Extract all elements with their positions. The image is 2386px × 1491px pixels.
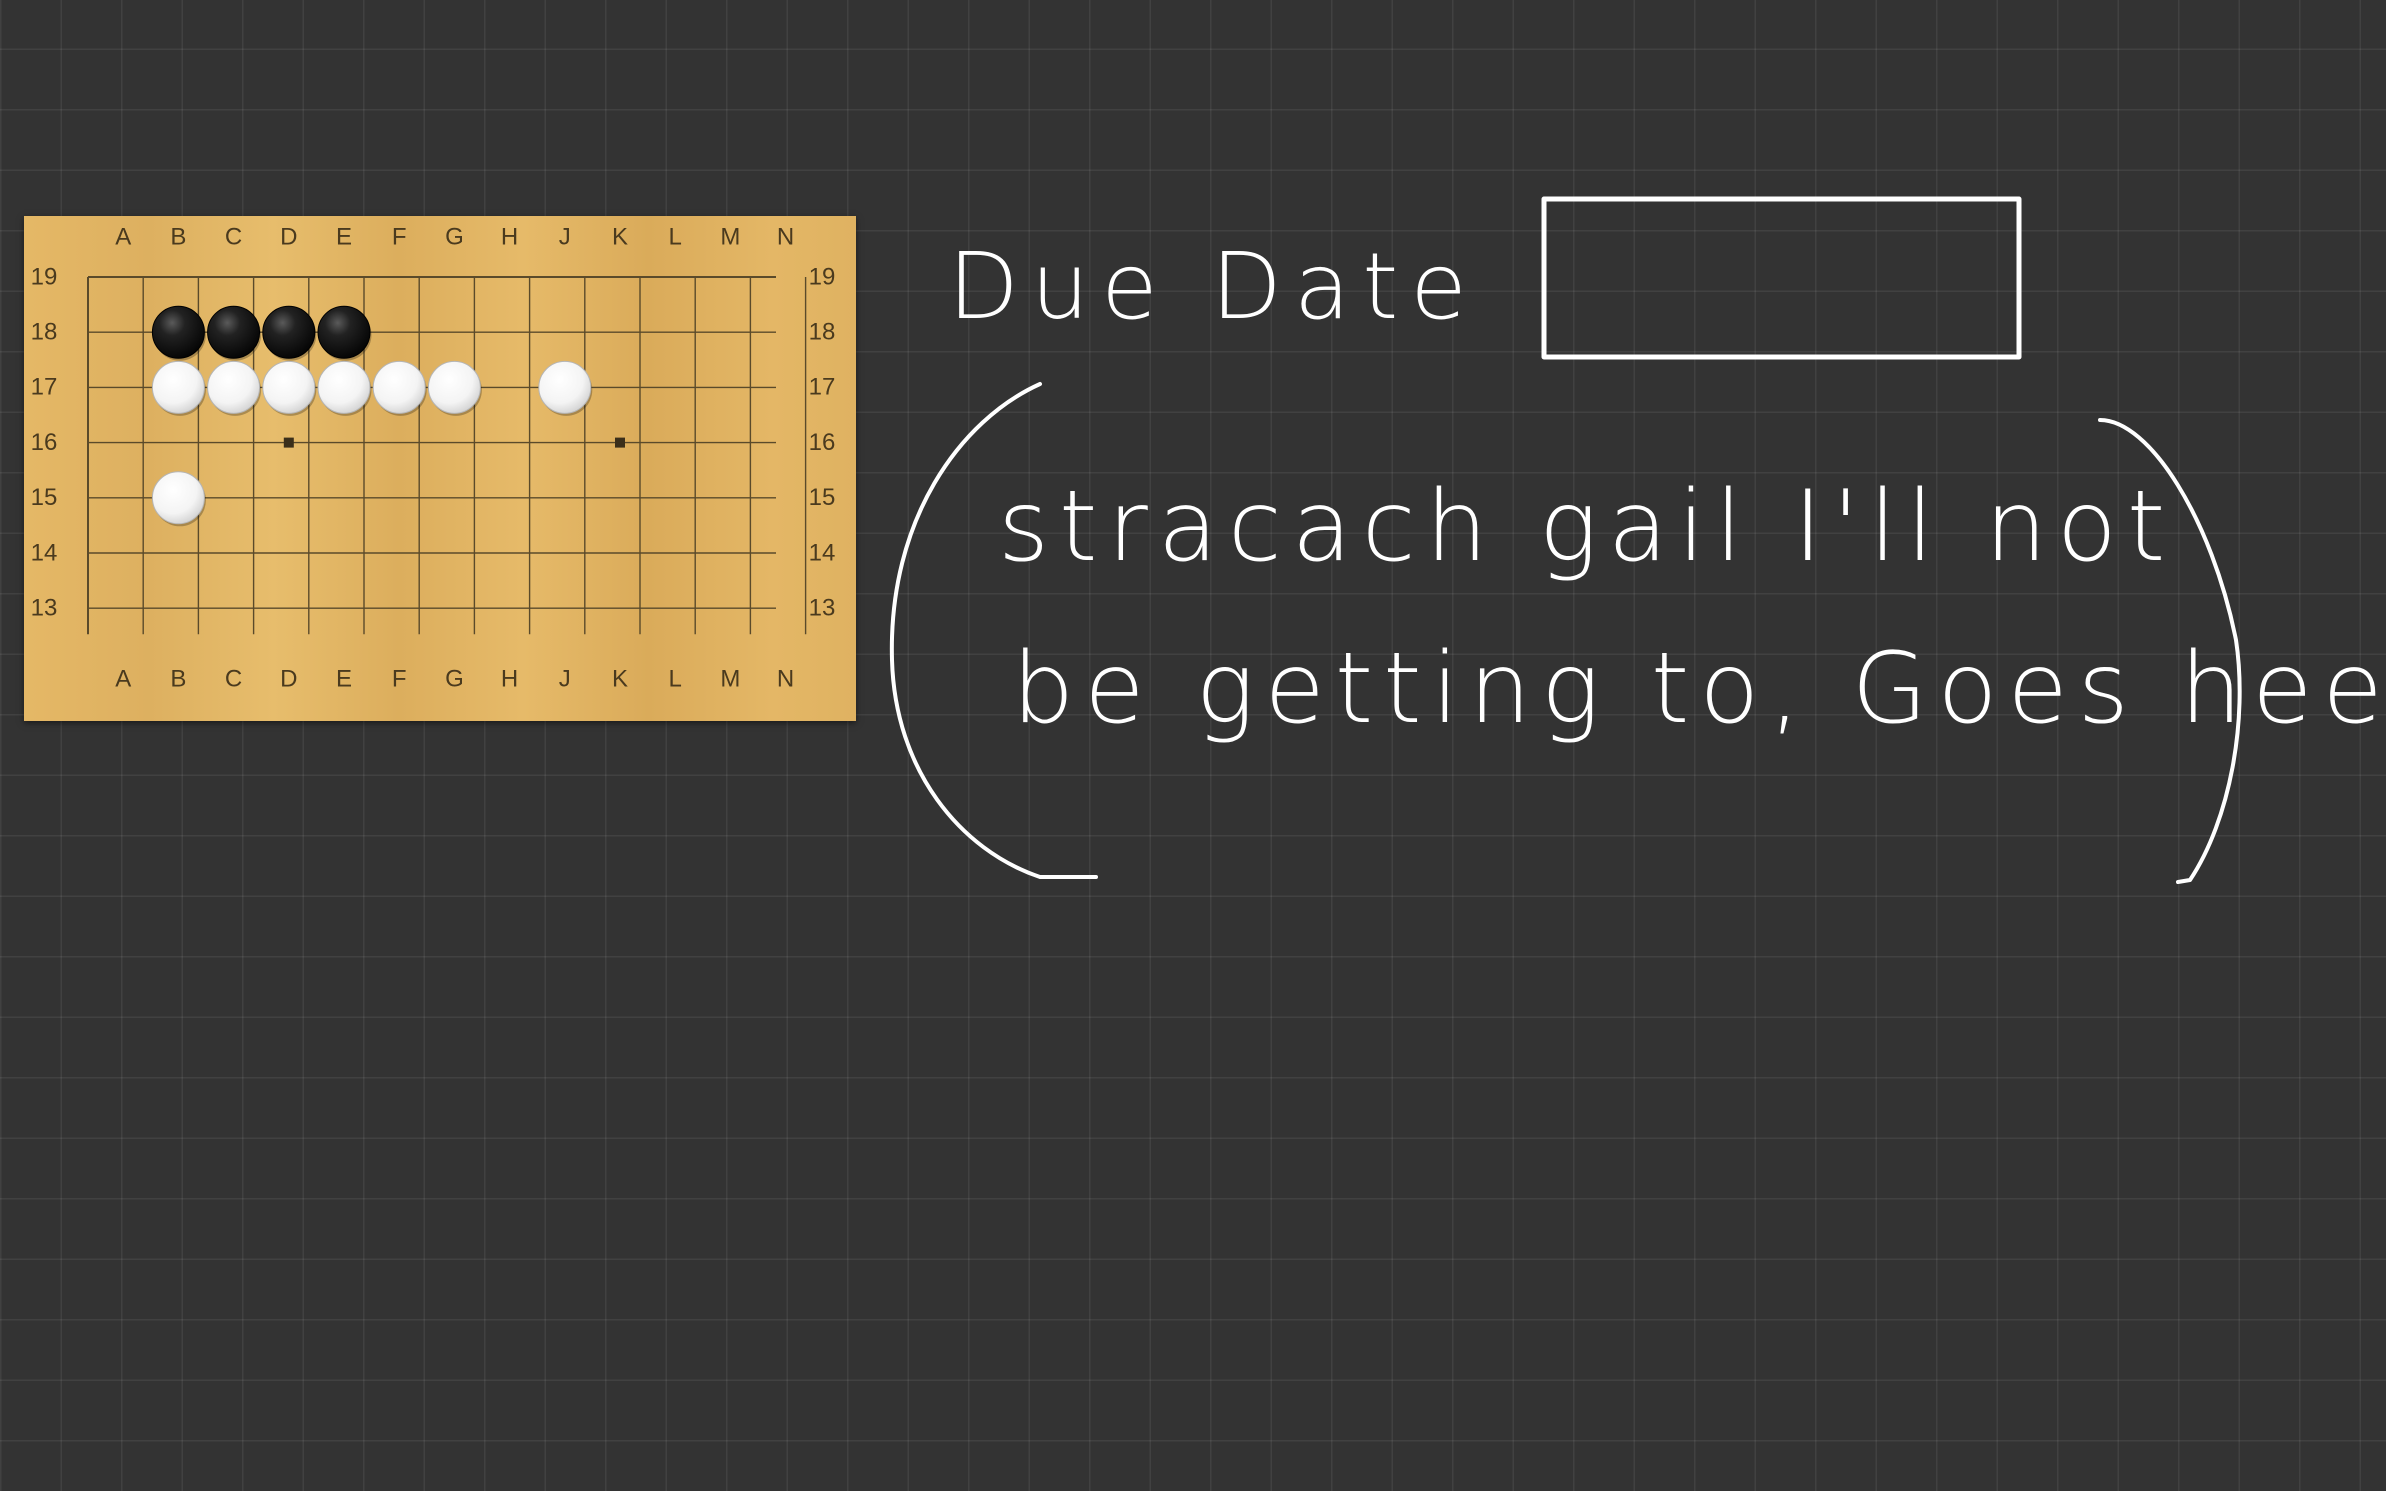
row-label-right-19: 19	[809, 263, 836, 290]
row-label-left-19: 19	[31, 263, 58, 290]
board-wood	[24, 216, 856, 721]
black-stone-E18	[317, 305, 371, 359]
col-label-bottom-M: M	[720, 665, 740, 692]
row-label-left-18: 18	[31, 319, 58, 346]
col-label-bottom-N: N	[777, 665, 794, 692]
row-label-left-16: 16	[31, 429, 58, 456]
white-stone-C17	[207, 360, 261, 414]
white-stone-B17	[151, 360, 205, 414]
col-label-bottom-K: K	[612, 665, 628, 692]
col-label-top-A: A	[115, 223, 131, 250]
col-label-bottom-C: C	[225, 665, 242, 692]
col-label-top-F: F	[392, 223, 407, 250]
col-label-top-G: G	[445, 223, 464, 250]
row-labels-right: 19 18 17 16 15 14 13	[809, 263, 836, 621]
col-label-top-H: H	[501, 223, 518, 250]
col-label-bottom-E: E	[336, 665, 352, 692]
star-point-K16	[615, 437, 625, 448]
col-label-bottom-D: D	[280, 665, 297, 692]
white-stone-J17	[538, 360, 592, 414]
star-points	[283, 437, 625, 448]
black-stone-C18	[207, 305, 261, 359]
col-label-top-N: N	[777, 223, 794, 250]
col-label-top-K: K	[612, 223, 628, 250]
row-label-left-14: 14	[31, 539, 58, 566]
row-label-left-13: 13	[31, 595, 58, 622]
row-label-right-17: 17	[809, 374, 836, 401]
col-label-bottom-J: J	[559, 665, 571, 692]
row-label-right-18: 18	[809, 319, 836, 346]
col-label-bottom-F: F	[392, 665, 407, 692]
col-label-top-D: D	[280, 223, 297, 250]
star-point-D16	[283, 437, 294, 448]
col-label-bottom-A: A	[115, 665, 131, 692]
col-label-top-E: E	[336, 223, 352, 250]
white-stone-D17	[262, 360, 316, 414]
col-label-bottom-H: H	[501, 665, 518, 692]
white-stone-G17	[427, 360, 481, 414]
black-stone-B18	[151, 305, 205, 359]
col-label-bottom-B: B	[170, 665, 186, 692]
col-label-top-B: B	[170, 223, 186, 250]
row-label-right-16: 16	[809, 429, 836, 456]
white-stone-F17	[372, 360, 426, 414]
row-label-left-17: 17	[31, 374, 58, 401]
col-label-top-C: C	[225, 223, 242, 250]
col-label-top-L: L	[669, 223, 682, 250]
row-labels-left: 19 18 17 16 15 14 13	[31, 263, 58, 621]
white-stone-E17	[317, 360, 371, 414]
white-stone-B15	[151, 471, 205, 525]
row-label-left-15: 15	[31, 484, 58, 511]
row-label-right-15: 15	[809, 484, 836, 511]
col-label-bottom-L: L	[669, 665, 682, 692]
col-label-bottom-G: G	[445, 665, 464, 692]
row-label-right-13: 13	[809, 595, 836, 622]
go-board-svg[interactable]: A B C D E F G H J K L M N A B C D E F G H J K L M N 19 18 17 16 15 14…	[24, 216, 856, 721]
col-label-top-J: J	[559, 223, 571, 250]
go-board[interactable]: A B C D E F G H J K L M N A B C D E F G H J K L M N 19 18 17 16 15 14…	[24, 216, 856, 721]
row-label-right-14: 14	[809, 539, 836, 566]
col-label-top-M: M	[720, 223, 740, 250]
black-stone-D18	[262, 305, 316, 359]
stones	[151, 305, 593, 527]
